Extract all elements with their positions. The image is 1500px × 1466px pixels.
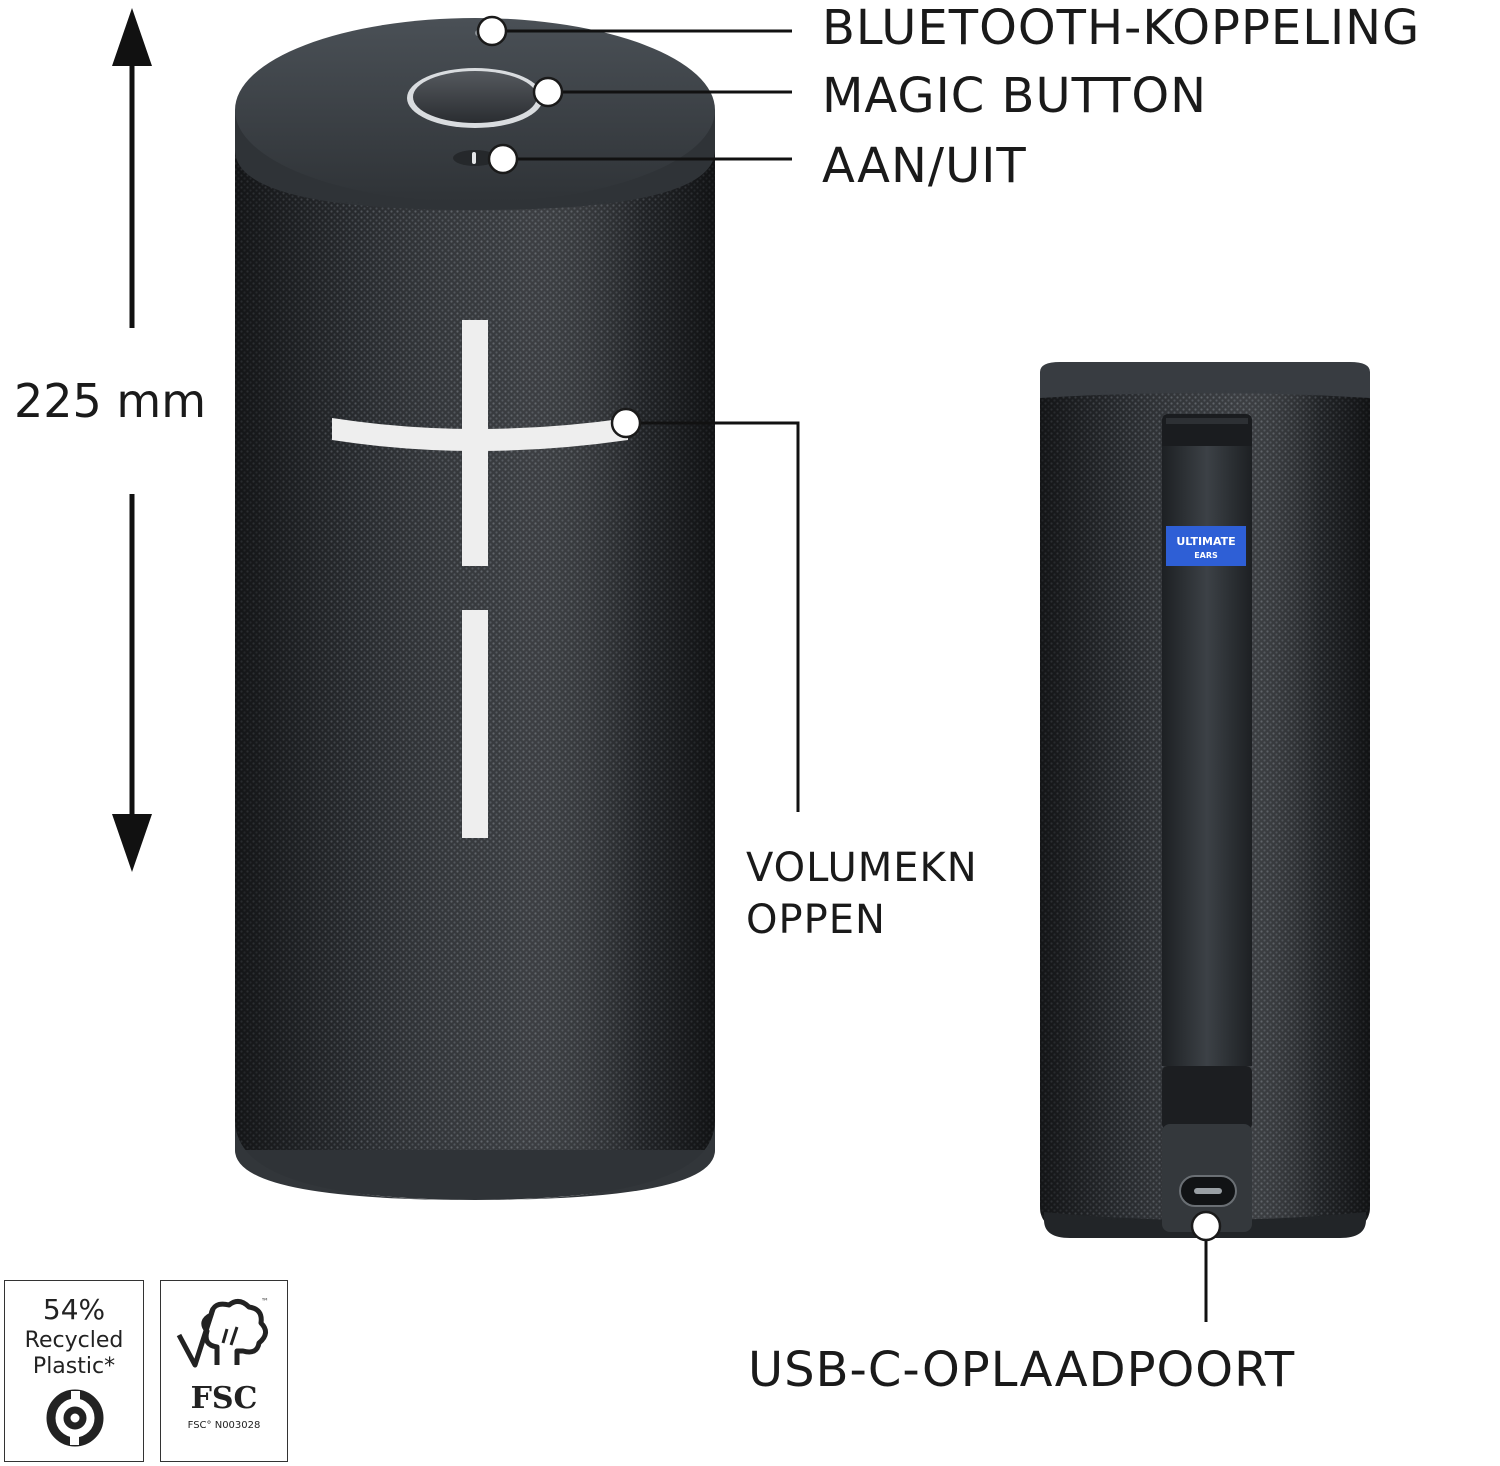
callout-usb-c-port: USB-C-OPLAADPOORT	[748, 1342, 1296, 1398]
recycled-label-line1: Recycled	[24, 1328, 124, 1353]
fsc-license-code: FSC° N003028	[187, 1420, 261, 1431]
fsc-tree-icon	[176, 1299, 268, 1368]
fsc-name: FSC	[190, 1381, 258, 1416]
magic-button-icon	[407, 68, 543, 128]
callout-dots	[476, 15, 1222, 1242]
recycle-icon	[46, 1389, 104, 1447]
volume-plus-icon	[332, 320, 628, 566]
recycled-label-line2: Plastic*	[32, 1354, 116, 1379]
volume-callout-dot	[610, 407, 642, 439]
brand-tag-line1: ULTIMATE	[1176, 535, 1235, 548]
height-dimension-label: 225 mm	[14, 374, 207, 428]
callout-bluetooth-pairing: BLUETOOTH-KOPPELING	[822, 0, 1421, 56]
power-callout-dot	[487, 143, 519, 175]
callout-lines	[492, 29, 1208, 1322]
brand-tag-line2: EARS	[1194, 551, 1218, 560]
recycled-percent: 54%	[42, 1293, 106, 1326]
recycled-plastic-badge: 54% Recycled Plastic*	[4, 1280, 144, 1462]
height-dimension-arrow	[112, 8, 152, 872]
volume-minus-icon	[462, 610, 488, 838]
magic-button-callout-dot	[532, 76, 564, 108]
fsc-trademark: ™	[261, 1297, 269, 1306]
callout-magic-button: MAGIC BUTTON	[822, 68, 1208, 124]
usb-c-port-icon	[1179, 1175, 1237, 1207]
bluetooth-callout-dot	[476, 15, 508, 47]
power-button-icon	[453, 150, 497, 166]
callout-power: AAN/UIT	[822, 138, 1027, 194]
speaker-front	[235, 18, 715, 1200]
speaker-back: ULTIMATE EARS	[1040, 362, 1370, 1238]
brand-tag: ULTIMATE EARS	[1166, 526, 1246, 566]
fsc-certification-badge: ™ FSC FSC° N003028	[160, 1280, 288, 1462]
usb-callout-dot	[1190, 1210, 1222, 1242]
callout-volume-buttons: VOLUMEKN OPPEN	[746, 845, 978, 943]
